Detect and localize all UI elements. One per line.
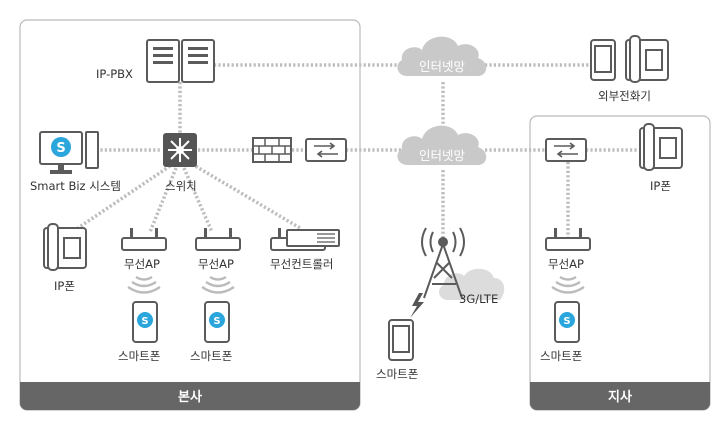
smartphone1-label: 스마트폰 [118,349,160,363]
smart-biz-label: Smart Biz 시스템 [30,179,121,193]
smartphone-branch-label: 스마트폰 [540,349,582,363]
internet-cloud-mid-label: 인터넷망 [419,148,466,163]
connection-lines [77,63,638,238]
hq-ip-phone-label: IP폰 [54,279,75,293]
branch-router-icon [545,138,587,162]
ip-pbx-server-icon [146,39,215,83]
branch-access-point-icon [545,228,591,251]
access-point-1-icon [121,228,167,251]
internet-cloud-top-label: 인터넷망 [419,59,466,74]
smartphone-1-icon: S [132,301,158,343]
cell-tower-icon [421,227,465,299]
svg-text:S: S [563,316,570,327]
smartphone-branch-icon: S [554,301,580,343]
smartphone-mobile-icon [388,319,414,361]
ip-pbx-label: IP-PBX [96,67,133,81]
wireless-controller-icon [270,228,340,251]
ap1-label: 무선AP [124,257,160,271]
smartphone2-label: 스마트폰 [190,349,232,363]
controller-label: 무선컨트롤러 [270,257,333,271]
firewall-icon [252,137,292,163]
smartphone-mobile-label: 스마트폰 [376,367,418,381]
svg-text:S: S [213,316,220,327]
mobile-phone-icon [590,39,616,81]
access-point-2-icon [195,228,241,251]
cell-label: 3G/LTE [459,292,498,306]
router-icon [305,138,347,162]
smart-biz-computer-icon: S [39,131,99,174]
branch-ap-label: 무선AP [548,257,584,271]
hq-region-label: 본사 [178,389,202,405]
desk-phone-icon [625,35,669,83]
hq-ip-phone-icon [43,223,87,271]
wifi-signal-branch-icon [551,275,585,294]
lightning-icon [410,293,424,318]
wifi-signal-2-icon [201,275,235,294]
switch-label: 스위치 [165,179,197,193]
branch-ip-phone-icon [639,123,683,171]
switch-icon [163,133,197,167]
wifi-signal-1-icon [127,275,161,294]
external-phone-label: 외부전화기 [598,89,651,103]
svg-text:S: S [141,316,148,327]
ap2-label: 무선AP [198,257,234,271]
internet-cloud-top: 인터넷망 [397,36,487,76]
branch-ip-phone-label: IP폰 [650,179,671,193]
hq-region: 본사 [19,19,361,411]
svg-text:S: S [56,141,65,156]
branch-region-label: 지사 [608,389,632,405]
internet-cloud-mid: 인터넷망 [397,125,487,165]
smartphone-2-icon: S [204,301,230,343]
